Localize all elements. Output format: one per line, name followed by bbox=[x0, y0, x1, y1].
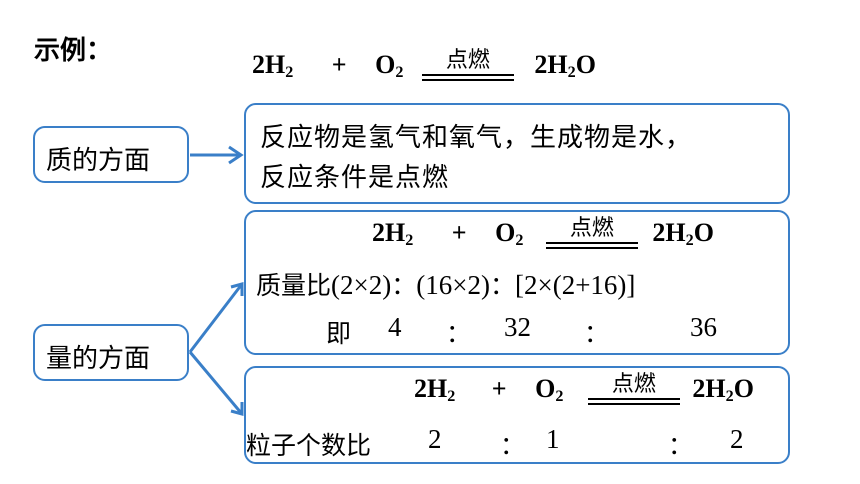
particle-value-1: 2 bbox=[428, 424, 442, 454]
quality-label-box: 质的方面 bbox=[33, 126, 189, 183]
mass-ratio-label: 质量比 bbox=[256, 271, 332, 300]
quantity-arrow-down bbox=[188, 351, 244, 416]
reactant-o2: O2 bbox=[535, 374, 564, 406]
reactant-o2: O2 bbox=[375, 50, 404, 82]
particle-value-2: 1 bbox=[546, 424, 560, 454]
heading: 示例： bbox=[34, 36, 113, 66]
mass-prefix: 即 bbox=[326, 319, 352, 348]
particle-value-3: 2 bbox=[730, 424, 744, 454]
reactant-h2: 2H2 bbox=[414, 374, 456, 406]
mass-ratio-box: 2H2 + O2 点燃 2H2O 质量比(2×2)：(16×2)：[2×(2+1… bbox=[244, 210, 790, 355]
particle-ratio-label: 粒子个数比 bbox=[246, 431, 372, 460]
quantity-label-box: 量的方面 bbox=[33, 324, 189, 381]
reaction-condition: 点燃 bbox=[421, 50, 514, 81]
quality-line-2: 反应条件是点燃 bbox=[260, 163, 450, 193]
colon: ： bbox=[391, 271, 417, 300]
reactant-o2: O2 bbox=[495, 218, 524, 250]
mass-expr-1: (2×2) bbox=[331, 270, 392, 300]
colon: ： bbox=[584, 319, 610, 348]
product-h2o: 2H2O bbox=[652, 218, 714, 250]
particle-equation: 2H2 + O2 点燃 2H2O bbox=[414, 374, 754, 411]
quality-line-1: 反应物是氢气和氧气，生成物是水， bbox=[260, 123, 693, 153]
product-h2o: 2H2O bbox=[692, 374, 754, 406]
quantity-arrow-up bbox=[188, 282, 244, 353]
plus-sign: + bbox=[491, 374, 507, 403]
mass-equation: 2H2 + O2 点燃 2H2O bbox=[372, 218, 714, 255]
colon: ： bbox=[668, 431, 694, 460]
reaction-condition: 点燃 bbox=[587, 374, 680, 405]
mass-value-3: 36 bbox=[690, 312, 717, 342]
mass-ratio-row: 质量比(2×2)：(16×2)：[2×(2+16)] bbox=[256, 266, 635, 302]
mass-expr-3: [2×(2+16)] bbox=[514, 270, 636, 300]
reactant-h2: 2H2 bbox=[252, 50, 294, 82]
reaction-condition: 点燃 bbox=[545, 218, 638, 249]
quantity-label: 量的方面 bbox=[46, 344, 151, 374]
particle-ratio-box: 2H2 + O2 点燃 2H2O 粒子个数比 2 ： 1 ： 2 bbox=[244, 366, 790, 464]
colon: ： bbox=[446, 319, 472, 348]
mass-value-2: 32 bbox=[504, 312, 531, 342]
plus-sign: + bbox=[331, 50, 347, 79]
plus-sign: + bbox=[451, 218, 467, 247]
quality-content-box: 反应物是氢气和氧气，生成物是水， 反应条件是点燃 bbox=[244, 103, 790, 204]
colon: ： bbox=[500, 431, 526, 460]
colon: ： bbox=[489, 271, 515, 300]
quality-arrow bbox=[190, 145, 244, 165]
product-h2o: 2H2O bbox=[534, 50, 596, 82]
mass-value-1: 4 bbox=[388, 312, 402, 342]
quality-label: 质的方面 bbox=[46, 146, 151, 176]
reactant-h2: 2H2 bbox=[372, 218, 414, 250]
mass-expr-2: (16×2) bbox=[416, 270, 490, 300]
main-equation: 2H2 + O2 点燃 2H2O bbox=[252, 50, 596, 87]
